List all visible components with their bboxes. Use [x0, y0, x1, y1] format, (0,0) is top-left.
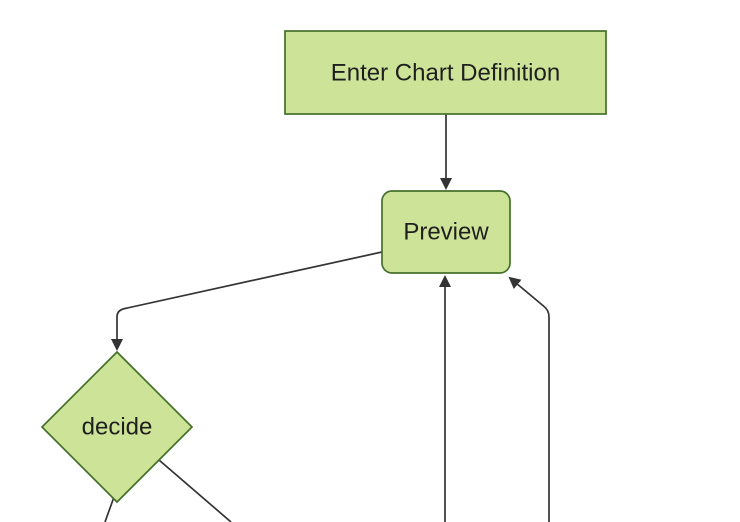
node-layer: Enter Chart Definition Preview decide: [40, 30, 607, 504]
node-decide-label: decide: [82, 414, 153, 441]
edge-bottom-right-to-preview: [508, 276, 550, 522]
node-preview: [381, 190, 511, 274]
edge-layer: [104, 114, 550, 522]
edge-decide-to-bottom-left: [104, 496, 115, 522]
edge-decide-to-bottom-right: [158, 459, 232, 522]
node-preview-label: Preview: [403, 219, 489, 246]
edge-preview-to-decide: [111, 251, 383, 351]
node-decide: [40, 350, 194, 504]
node-enter-chart-definition-label: Enter Chart Definition: [331, 60, 560, 87]
node-enter-chart-definition: [284, 30, 607, 115]
